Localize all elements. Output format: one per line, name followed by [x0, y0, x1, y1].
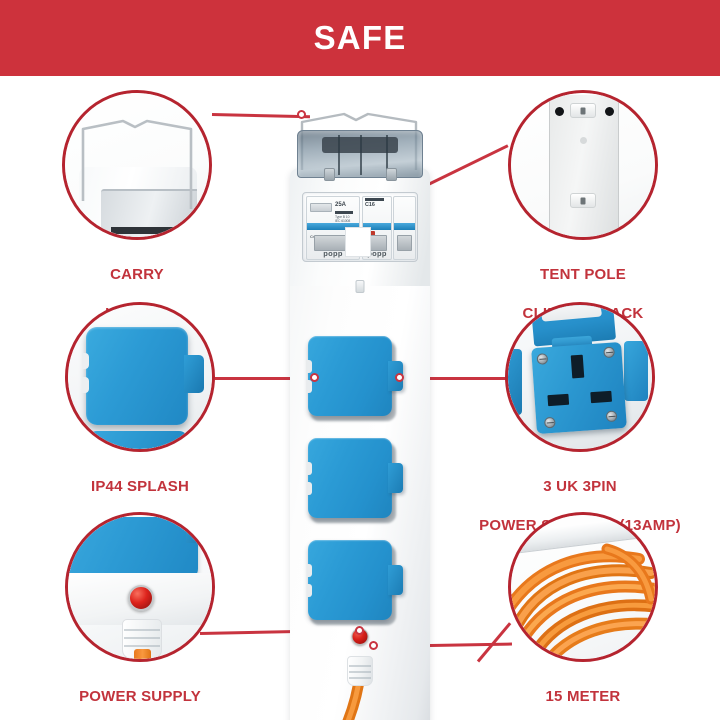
connector-endpoint-carry-handle: [297, 110, 306, 119]
earth-pin-slot: [570, 354, 585, 379]
product-cable-gland: [347, 656, 373, 686]
callout-circle-indicator: [65, 512, 215, 662]
callout-circle-carry-handle: [62, 90, 212, 240]
socket-cover-closed: [86, 327, 188, 425]
connector-endpoint-uk-sockets: [395, 373, 404, 382]
breaker-brand-1: popp: [323, 249, 343, 258]
orange-cable-stub: [134, 649, 151, 659]
wiring-diagram-label: [345, 227, 371, 257]
socket-cover-above-indicator: [68, 517, 198, 579]
socket-cover-3[interactable]: [307, 540, 403, 625]
live-pin-slot: [547, 393, 570, 407]
panel-latch[interactable]: [355, 280, 365, 293]
product-carry-handle-icon: [300, 112, 418, 170]
callout-circle-cable: [508, 512, 658, 662]
callout-tent-pole-clips[interactable]: TENT POLE CLIPS ON BACK: [508, 90, 658, 322]
back-plate-clips-photo: [511, 93, 655, 237]
screw-bottom-left: [543, 416, 556, 429]
connector-ip44: [215, 377, 325, 380]
page-title: SAFE: [313, 19, 407, 56]
callout-circle-uk-sockets: [505, 302, 655, 452]
callout-cable-length[interactable]: 15 METER CABLE: [508, 512, 658, 705]
uk-3pin-socket-face: [531, 341, 627, 435]
screw-top-right: [603, 346, 615, 359]
callout-circle-ip44: [65, 302, 215, 452]
callout-ip44-splash-proof[interactable]: IP44 SPLASH PROOF: [65, 302, 215, 534]
uk-3pin-socket-photo: [508, 305, 652, 449]
callout-uk-power-sockets[interactable]: 3 UK 3PIN POWER SOCKETS (13AMP): [479, 302, 681, 534]
cable-coil-icon: [511, 543, 655, 659]
closed-socket-cover-photo: [68, 305, 212, 449]
connector-endpoint-ip44: [310, 373, 319, 382]
screw-top-left: [536, 353, 549, 365]
ce-mark: C℮: [310, 234, 316, 239]
callout-power-supply-indicator[interactable]: POWER SUPPLY INDICATOR: [65, 512, 215, 705]
clear-flip-lid[interactable]: [297, 130, 423, 181]
connector-endpoint-indicator: [355, 626, 364, 635]
screw-dot-left: [555, 107, 564, 116]
power-indicator-lamp: [128, 585, 154, 611]
breaker-brand-2: popp: [367, 249, 387, 258]
callout-circle-tent-pole: [508, 90, 658, 240]
orange-cable-coil-photo: [511, 515, 655, 659]
connector-endpoint-cable: [369, 641, 378, 650]
connector-uk-sockets: [398, 377, 508, 380]
callout-carry-handle[interactable]: CARRY HANDLE: [62, 90, 212, 322]
screw-bottom-right: [605, 410, 618, 423]
indicator-lamp-photo: [68, 515, 212, 659]
socket-cover-2[interactable]: [307, 438, 403, 523]
tent-pole-clip-bottom: [570, 193, 596, 208]
screw-dot-right: [605, 107, 614, 116]
handle-wire-icon: [81, 119, 193, 209]
tent-pole-clip-top: [570, 103, 596, 118]
neutral-pin-slot: [590, 390, 613, 404]
cable-gland: [122, 619, 162, 659]
callout-label-indicator: POWER SUPPLY INDICATOR: [79, 688, 201, 706]
socket-cover-1[interactable]: [307, 336, 403, 421]
callout-label-cable: 15 METER CABLE: [545, 688, 621, 706]
breaker-spare[interactable]: [393, 196, 416, 260]
header-banner: SAFE: [0, 0, 720, 76]
carry-handle-photo: [65, 93, 209, 237]
